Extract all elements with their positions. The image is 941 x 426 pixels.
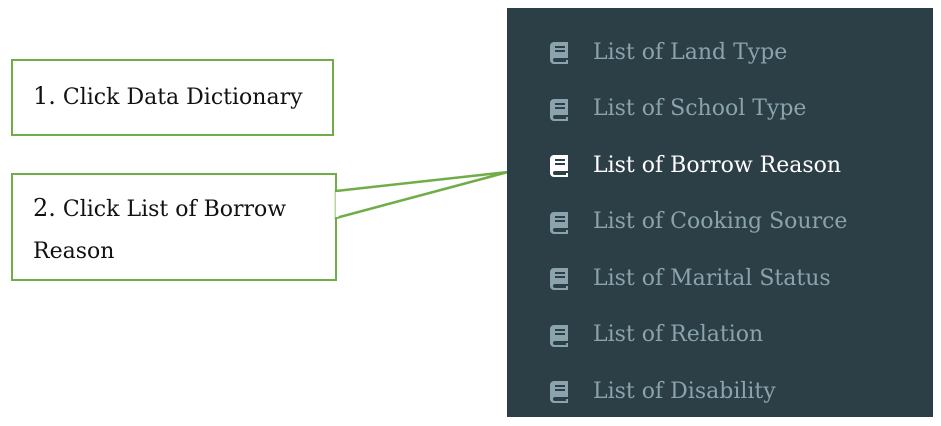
menu-item-label: List of School Type: [593, 96, 807, 122]
book-icon: [547, 97, 571, 121]
callout-step-1-text: Click Data Dictionary: [62, 85, 303, 110]
callout-step-2-text-line1: Click List of Borrow: [62, 197, 287, 222]
menu-item-label: List of Marital Status: [593, 265, 831, 291]
callout-step-2-text-line2: Reason: [33, 239, 115, 264]
book-icon: [547, 210, 571, 234]
menu-item-borrow-reason[interactable]: List of Borrow Reason: [507, 137, 933, 194]
menu-item-cooking-source[interactable]: List of Cooking Source: [507, 194, 933, 251]
menu-item-label: List of Relation: [593, 322, 764, 348]
menu-item-relation[interactable]: List of Relation: [507, 307, 933, 364]
book-icon: [547, 379, 571, 404]
callout-step-2-number: 2.: [33, 194, 56, 222]
menu-item-label: List of Cooking Source: [593, 209, 848, 235]
book-icon: [547, 40, 571, 65]
menu-item-marital-status[interactable]: List of Marital Status: [507, 250, 933, 307]
menu-item-label: List of Land Type: [593, 39, 788, 65]
menu-item-disability[interactable]: List of Disability: [507, 363, 933, 420]
data-dictionary-menu: List of Land Type List of School Type Li…: [507, 8, 933, 417]
book-icon: [547, 266, 571, 291]
callout-step-1: 1. Click Data Dictionary: [11, 59, 334, 136]
menu-item-label: List of Borrow Reason: [593, 152, 842, 178]
callout-step-2: 2. Click List of Borrow Reason: [11, 173, 337, 281]
book-icon: [547, 153, 571, 178]
menu-item-land-type[interactable]: List of Land Type: [507, 24, 933, 81]
callout-step-1-number: 1.: [33, 82, 56, 110]
book-icon: [547, 323, 571, 347]
menu-item-school-type[interactable]: List of School Type: [507, 81, 933, 138]
menu-item-label: List of Disability: [593, 378, 776, 404]
